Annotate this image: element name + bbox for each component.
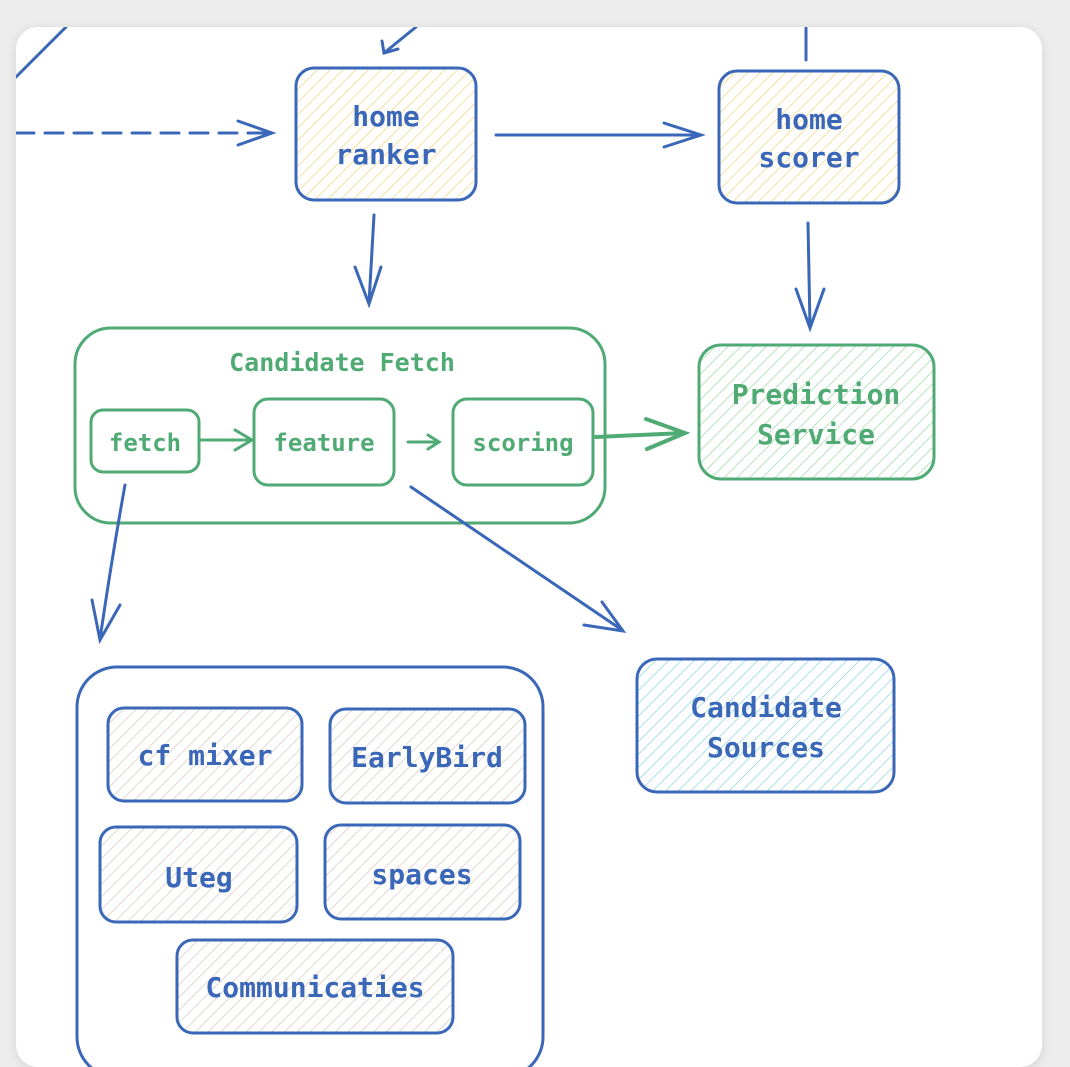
communicaties-label: Communicaties: [205, 971, 424, 1004]
edge-feature-to-candidate-sources: [409, 485, 627, 634]
feature-label: feature: [273, 429, 374, 457]
cf-mixer-node[interactable]: cf mixer: [106, 706, 304, 803]
architecture-diagram: home ranker home scorer Candidate Fetch …: [16, 27, 936, 1067]
edge-fetch-to-feature: [198, 428, 255, 452]
prediction-service-node[interactable]: Prediction Service: [697, 343, 936, 481]
edge-offscreen-to-ranker: [380, 27, 418, 55]
home-scorer-node[interactable]: home scorer: [717, 69, 901, 205]
home-ranker-node[interactable]: home ranker: [294, 66, 478, 202]
edge-scorer-to-prediction: [794, 221, 826, 333]
candidate-sources-label-2: Sources: [707, 731, 825, 764]
candidate-sources-label-1: Candidate: [690, 691, 842, 724]
home-ranker-label-1: home: [352, 100, 419, 133]
edge-feature-to-scoring: [406, 433, 442, 451]
feature-node[interactable]: feature: [252, 397, 396, 487]
fetch-node[interactable]: fetch: [89, 408, 201, 474]
prediction-service-label-2: Service: [757, 418, 875, 451]
prediction-service-label-1: Prediction: [732, 378, 901, 411]
candidate-sources-node[interactable]: Candidate Sources: [635, 657, 896, 794]
diagram-canvas: home ranker home scorer Candidate Fetch …: [16, 27, 1042, 1067]
edge-dashed-into-ranker: [16, 119, 277, 147]
communicaties-node[interactable]: Communicaties: [175, 938, 455, 1035]
home-scorer-label-1: home: [775, 103, 842, 136]
candidate-fetch-title: Candidate Fetch: [229, 348, 455, 377]
home-ranker-label-2: ranker: [335, 138, 436, 171]
fetch-label: fetch: [109, 429, 181, 457]
home-scorer-label-2: scorer: [758, 141, 859, 174]
spaces-label: spaces: [371, 858, 472, 891]
edge-ranker-to-candidate-fetch: [353, 213, 383, 309]
edge-scoring-to-prediction: [594, 417, 691, 451]
scoring-node[interactable]: scoring: [451, 397, 595, 487]
scoring-label: scoring: [472, 429, 573, 457]
uteg-label: Uteg: [165, 861, 232, 894]
uteg-node[interactable]: Uteg: [98, 825, 299, 924]
earlybird-label: EarlyBird: [351, 741, 503, 774]
cf-mixer-label: cf mixer: [138, 739, 273, 772]
spaces-node[interactable]: spaces: [323, 823, 522, 921]
edge-fetch-to-sources-group: [90, 483, 127, 645]
edge-ranker-to-scorer: [494, 121, 706, 149]
earlybird-node[interactable]: EarlyBird: [328, 707, 527, 805]
edge-offscreen-diagonal: [16, 27, 68, 79]
